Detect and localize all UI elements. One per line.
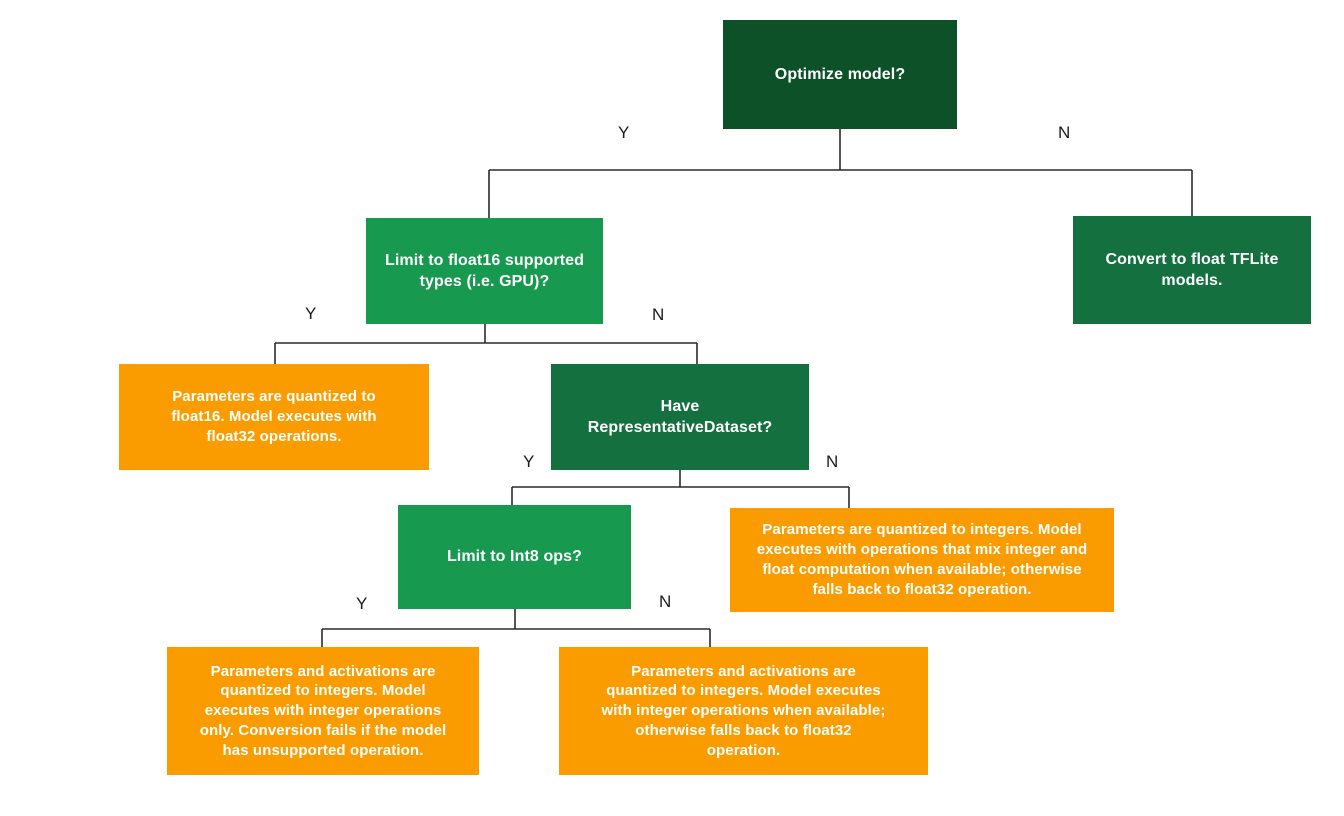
node-label: Parameters are quantized to integers. Mo… <box>756 521 1088 598</box>
edge-label-lvl3-no: N <box>826 452 839 471</box>
node-label: Convert to float TFLite models. <box>1105 250 1279 289</box>
connector-dataset-to-children <box>511 470 850 508</box>
connector-float16-to-children <box>274 324 698 364</box>
node-param-int-fallback[interactable]: Parameters and activations are quantized… <box>559 647 928 775</box>
node-label: Optimize model? <box>774 65 906 83</box>
node-label: Limit to float16 supported types (i.e. G… <box>384 251 585 290</box>
node-have-representative-dataset[interactable]: Have RepresentativeDataset? <box>551 364 809 470</box>
connector-optimize-to-children <box>488 129 1193 218</box>
edge-label-lvl4-no: N <box>659 592 672 611</box>
node-param-int-only[interactable]: Parameters and activations are quantized… <box>167 647 479 775</box>
node-label: Limit to Int8 ops? <box>446 548 583 566</box>
edge-label-lvl2-yes: Y <box>305 304 317 323</box>
edge-label-lvl2-no: N <box>652 305 665 324</box>
node-label: Have RepresentativeDataset? <box>587 397 773 436</box>
node-label: Parameters and activations are quantized… <box>601 662 886 759</box>
connector-int8-to-children <box>321 609 711 647</box>
node-limit-int8-ops[interactable]: Limit to Int8 ops? <box>398 505 631 609</box>
node-optimize-model[interactable]: Optimize model? <box>723 20 957 129</box>
edge-label-lvl1-yes: Y <box>618 123 630 142</box>
edge-label-lvl1-no: N <box>1058 123 1071 142</box>
edge-label-lvl4-yes: Y <box>356 594 368 613</box>
node-label: Parameters are quantized to float16. Mod… <box>171 388 377 445</box>
node-param-int-mixed[interactable]: Parameters are quantized to integers. Mo… <box>730 508 1114 612</box>
node-param-float16[interactable]: Parameters are quantized to float16. Mod… <box>119 364 429 470</box>
edge-label-lvl3-yes: Y <box>523 452 535 471</box>
node-limit-float16[interactable]: Limit to float16 supported types (i.e. G… <box>366 218 603 324</box>
node-label: Parameters and activations are quantized… <box>199 662 447 759</box>
node-convert-float-tflite[interactable]: Convert to float TFLite models. <box>1073 216 1311 324</box>
